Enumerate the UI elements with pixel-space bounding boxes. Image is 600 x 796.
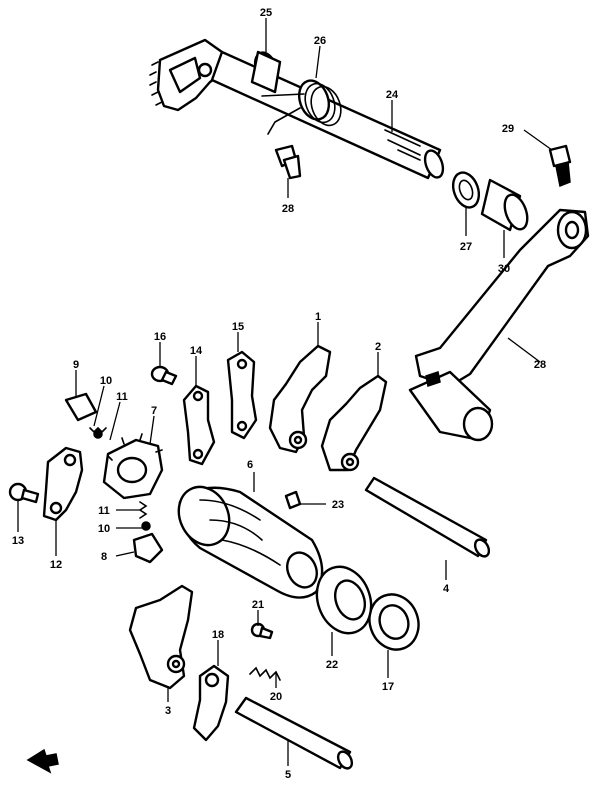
callout-11-upper: 11	[116, 391, 128, 403]
callout-21: 22	[326, 659, 338, 671]
callout-28: 28	[534, 359, 546, 371]
callout-26: 27	[460, 241, 472, 253]
callout-1: 1	[315, 311, 321, 323]
shift-fork-2	[320, 374, 388, 472]
pawl-plate-14	[182, 384, 216, 466]
callout-11-lower: 11	[98, 505, 110, 517]
front-direction-arrow-icon	[26, 748, 59, 774]
pawl-lifter	[64, 392, 98, 422]
bearing	[368, 593, 420, 651]
lever-bolt	[548, 144, 572, 188]
callout-30: 30	[498, 263, 510, 275]
callout-4: 4	[443, 583, 450, 595]
callout-14: 14	[190, 345, 203, 357]
callout-18-right: 18	[212, 629, 224, 641]
callout-10-upper: 10	[100, 375, 112, 387]
gearshift-lever	[408, 208, 590, 442]
gearshift-lever-bushing	[480, 178, 529, 232]
callout-24: 25	[260, 7, 272, 19]
stopper-pin-upper	[93, 429, 103, 439]
callout-17: 17	[382, 681, 394, 693]
stopper-arm-bolt	[250, 622, 274, 640]
cam-stopper-bolt	[8, 482, 40, 504]
callout-2: 2	[375, 341, 381, 353]
cam-driven-gear	[102, 433, 164, 500]
shift-shaft	[210, 50, 445, 180]
callout-8: 8	[101, 551, 107, 563]
callout-19: 20	[270, 691, 282, 703]
callout-12: 12	[50, 559, 62, 571]
callout-3: 3	[165, 705, 171, 717]
oil-seal	[451, 171, 481, 209]
callout-5: 5	[285, 769, 291, 781]
callout-29: 29	[502, 123, 514, 135]
shift-fork-1	[268, 344, 332, 454]
callout-16: 16	[154, 331, 166, 343]
cam-guide	[315, 565, 373, 635]
callout-7: 7	[151, 405, 157, 417]
callout-6: 6	[247, 459, 253, 471]
callout-9: 9	[73, 359, 79, 371]
callout-15: 15	[232, 321, 244, 333]
shift-fork-3	[128, 584, 194, 690]
callout-23: 24	[386, 89, 399, 101]
fork-shaft-5	[234, 696, 354, 770]
callout-13: 13	[12, 535, 24, 547]
shift-shaft-plate	[149, 38, 226, 112]
cam-stopper	[132, 532, 164, 564]
shift-shaft-return-spring	[261, 79, 342, 135]
pawl-plate-15	[226, 350, 258, 440]
callout-10-lower: 10	[98, 523, 110, 535]
plate-bolt-16	[150, 365, 178, 386]
stopper-spring-lower	[138, 501, 148, 519]
stopper-bolt	[274, 144, 302, 180]
callout-25: 26	[314, 35, 326, 47]
callout-20: 21	[252, 599, 264, 611]
cam-stopper-plate	[42, 446, 84, 522]
cam-pin	[284, 490, 302, 510]
callout-22: 23	[332, 499, 344, 511]
stopper-spring-upper	[89, 426, 107, 434]
stopper-arm	[192, 664, 230, 742]
gearshift-cam	[177, 485, 324, 599]
leader-lines	[17, 18, 553, 766]
callout-27: 28	[282, 203, 294, 215]
fork-shaft-4	[364, 476, 491, 558]
stopper-pin-lower	[141, 521, 151, 531]
callout-labels: 25 26 24 28 27 30 29 28 1 2 16 14 15 9 1…	[12, 7, 546, 781]
